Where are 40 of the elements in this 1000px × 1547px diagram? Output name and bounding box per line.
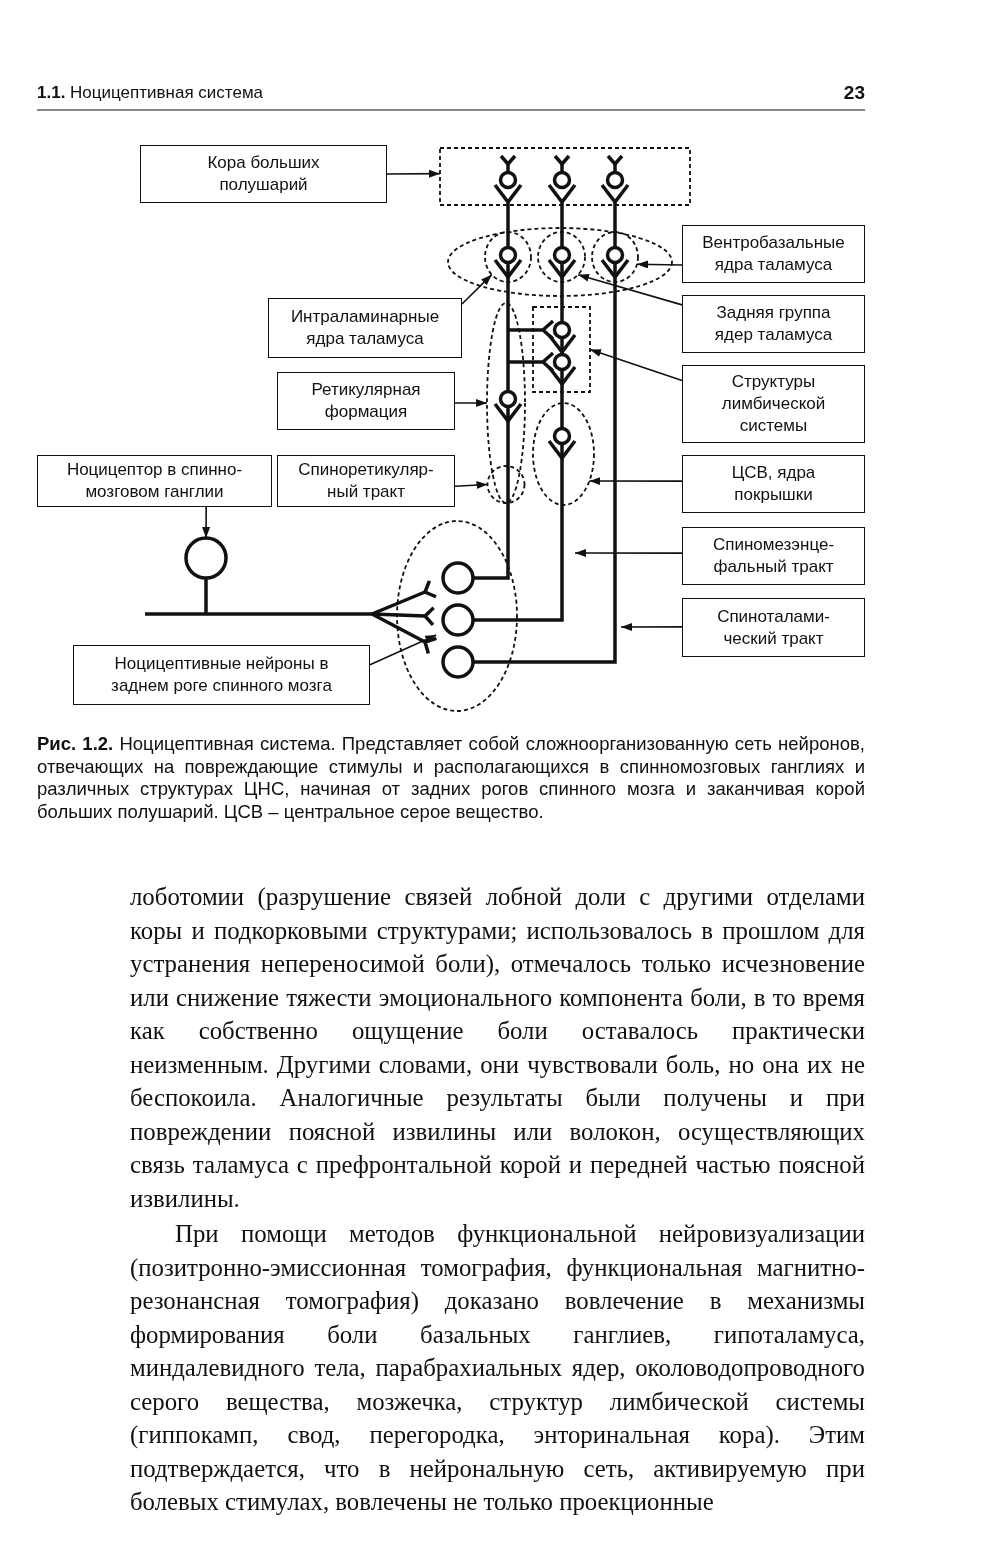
label-box [277,455,455,507]
label-box [682,598,865,657]
label-box [73,645,370,705]
label-box [682,225,865,283]
arrow [574,549,683,557]
arrow [588,477,683,486]
arrow [620,623,683,631]
arrow [386,169,441,178]
page-number: 23 [842,81,865,105]
box-label: Спиномезэнце-фальный тракт [711,534,836,578]
box-label: Кора больших полушарий [206,152,321,196]
running-header: 1.1. Ноцицептивная система [37,82,265,104]
figure-caption: Рис. 1.2. Ноцицептивная система. Представляет собой сложноорганизованную сеть нейронов, отвечающих на повреждающие стимулы и располагающихся в спинномозговых ганглиях и различных структурах ЦНС, начиная от задних рогов спинного мозга и заканчивая корой больших полушарий. ЦСВ – центральное серое вещество. [37,733,865,823]
box-label: ЦСВ, ядра покрышки [730,462,817,506]
box-label: Спиноталами-ческий тракт [716,605,831,650]
label-box [140,145,387,203]
label-box [37,455,272,507]
arrow [454,481,489,490]
label-box [268,298,462,358]
box-label: Ноцицептор в спинно-мозговом ганглии [65,459,244,503]
arrow [369,634,438,666]
arrow [454,399,488,407]
box-label: Спиноретикуляр-ный тракт [297,459,435,503]
box-label: Ретикулярная формация [310,379,422,423]
label-box [682,455,865,513]
body-paragraph: При помощи методов функциональной нейровизуализации (позитронно-эмиссионная томография, функциональная магнитно-резонансная томография) доказано вовлечение в механизмы формирования боли базальных ганглиев, гипоталамуса, миндалевидного тела, парабрахиальных ядер, околоводопроводного серого вещества, мозжечка, структур лимбической системы (гиппокамп, свод, перегородка, энторинальная кора). Этим подтверждается, что в нейрональную сеть, активируемую при болевых стимулах, вовлечены не только проекционные [130,1219,865,1517]
body-paragraph: лоботомии (разрушение связей лобной доли с другими отделами коры и подкорковыми структурами; использовалось в прошлом для устранения непереносимой боли), отмечалось только исчезновение или снижение тяжести эмоционального компонента боли, в то время как собственно ощущение боли оставалось практически неизменным. Другими словами, они чувствовали боль, но она их не беспокоила. Аналогичные результаты были получены и при повреждении поясной извилины или волокон, осуществляющих связь таламуса с префронтальной корой и передней частью поясной извилины. [130,882,865,1214]
label-box [682,527,865,585]
arrow [589,348,683,382]
label-box [682,365,865,443]
label-box [682,295,865,353]
label-box [277,372,455,430]
arrow [577,273,683,306]
arrow [202,506,211,539]
box-label: Структуры лимбической системы [720,371,827,437]
box-label: Интраламинарные ядра таламуса [289,306,441,350]
box-label: Вентробазальные ядра таламуса [701,232,846,276]
box-label: Ноцицептивные нейроны в заднем роге спинного мозга [110,653,333,697]
box-label: Задняя группа ядер таламуса [713,302,834,346]
arrow [461,273,493,305]
